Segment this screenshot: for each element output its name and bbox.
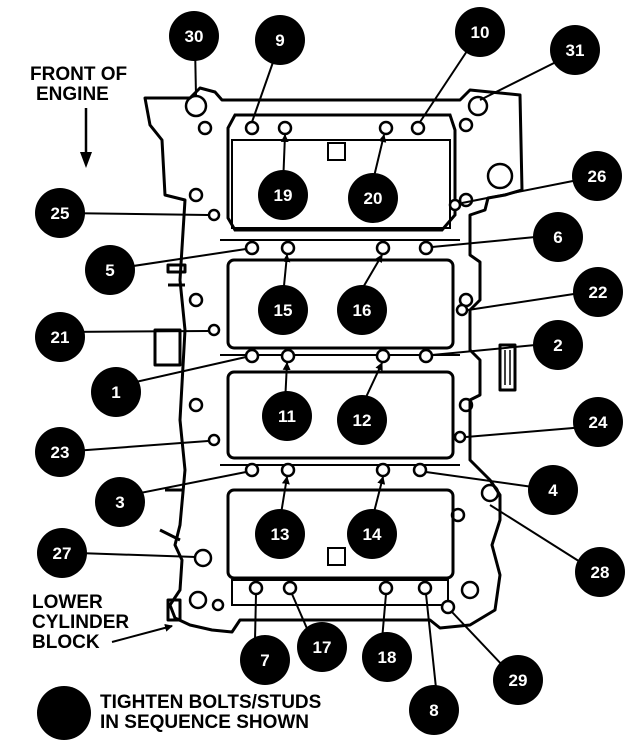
lower-block-label-line1: LOWER bbox=[32, 592, 103, 613]
seq-4: 4 bbox=[528, 465, 578, 515]
block-holes bbox=[184, 94, 514, 612]
svg-text:20: 20 bbox=[364, 189, 383, 208]
svg-text:24: 24 bbox=[589, 413, 608, 432]
svg-text:9: 9 bbox=[275, 31, 284, 50]
svg-text:23: 23 bbox=[51, 443, 70, 462]
seq-12: 12 bbox=[337, 395, 387, 445]
front-arrow-head bbox=[80, 152, 92, 168]
svg-text:6: 6 bbox=[553, 228, 562, 247]
seq-8: 8 bbox=[409, 685, 459, 735]
svg-text:25: 25 bbox=[51, 204, 70, 223]
seq-11: 11 bbox=[262, 391, 312, 441]
svg-text:28: 28 bbox=[591, 563, 610, 582]
svg-text:2: 2 bbox=[553, 336, 562, 355]
seq-26: 26 bbox=[572, 151, 622, 201]
svg-text:26: 26 bbox=[588, 167, 607, 186]
svg-text:10: 10 bbox=[471, 23, 490, 42]
seq-1: 1 bbox=[91, 367, 141, 417]
seq-23: 23 bbox=[35, 427, 85, 477]
seq-7: 7 bbox=[240, 635, 290, 685]
svg-text:8: 8 bbox=[429, 701, 438, 720]
seq-22: 22 bbox=[573, 267, 623, 317]
svg-text:22: 22 bbox=[589, 283, 608, 302]
front-of-engine-label-line2: ENGINE bbox=[36, 84, 109, 105]
seq-31: 31 bbox=[550, 25, 600, 75]
seq-25: 25 bbox=[35, 188, 85, 238]
svg-text:27: 27 bbox=[53, 544, 72, 563]
seq-13: 13 bbox=[255, 509, 305, 559]
svg-text:1: 1 bbox=[111, 383, 120, 402]
svg-text:5: 5 bbox=[105, 261, 114, 280]
seq-27: 27 bbox=[37, 528, 87, 578]
svg-text:4: 4 bbox=[548, 481, 558, 500]
main-bearing-bays bbox=[220, 113, 460, 606]
svg-text:31: 31 bbox=[566, 41, 585, 60]
lower-block-label-line2: CYLINDER bbox=[32, 612, 129, 633]
seq-24: 24 bbox=[573, 397, 623, 447]
seq-2: 2 bbox=[533, 320, 583, 370]
svg-text:3: 3 bbox=[115, 493, 124, 512]
seq-30: 30 bbox=[169, 11, 219, 61]
legend-text-line1: TIGHTEN BOLTS/STUDS bbox=[100, 692, 321, 713]
bolt-heads bbox=[193, 120, 469, 615]
svg-text:21: 21 bbox=[51, 328, 70, 347]
svg-text:12: 12 bbox=[353, 411, 372, 430]
seq-19: 19 bbox=[258, 170, 308, 220]
svg-text:16: 16 bbox=[353, 301, 372, 320]
lower-block-arrow bbox=[111, 623, 173, 643]
svg-text:15: 15 bbox=[274, 301, 293, 320]
legend-dot bbox=[37, 686, 91, 740]
seq-16: 16 bbox=[337, 285, 387, 335]
seq-9: 9 bbox=[255, 15, 305, 65]
seq-6: 6 bbox=[533, 212, 583, 262]
seq-10: 10 bbox=[455, 7, 505, 57]
seq-18: 18 bbox=[362, 632, 412, 682]
svg-text:7: 7 bbox=[260, 651, 269, 670]
svg-text:29: 29 bbox=[509, 671, 528, 690]
seq-17: 17 bbox=[297, 622, 347, 672]
svg-text:13: 13 bbox=[271, 525, 290, 544]
block-outline bbox=[143, 86, 524, 634]
seq-28: 28 bbox=[575, 547, 625, 597]
seq-3: 3 bbox=[95, 477, 145, 527]
leader-lines bbox=[59, 41, 589, 689]
svg-text:18: 18 bbox=[378, 648, 397, 667]
legend-text-line2: IN SEQUENCE SHOWN bbox=[100, 712, 309, 733]
seq-5: 5 bbox=[85, 245, 135, 295]
seq-29: 29 bbox=[493, 655, 543, 705]
front-of-engine-label-line1: FRONT OF bbox=[30, 64, 127, 85]
seq-21: 21 bbox=[35, 312, 85, 362]
svg-text:14: 14 bbox=[363, 525, 382, 544]
lower-block-label-line3: BLOCK bbox=[32, 632, 100, 653]
svg-text:17: 17 bbox=[313, 638, 332, 657]
seq-20: 20 bbox=[348, 173, 398, 223]
svg-text:11: 11 bbox=[278, 407, 296, 426]
svg-text:30: 30 bbox=[185, 27, 204, 46]
svg-text:19: 19 bbox=[274, 186, 293, 205]
seq-14: 14 bbox=[347, 509, 397, 559]
seq-15: 15 bbox=[258, 285, 308, 335]
